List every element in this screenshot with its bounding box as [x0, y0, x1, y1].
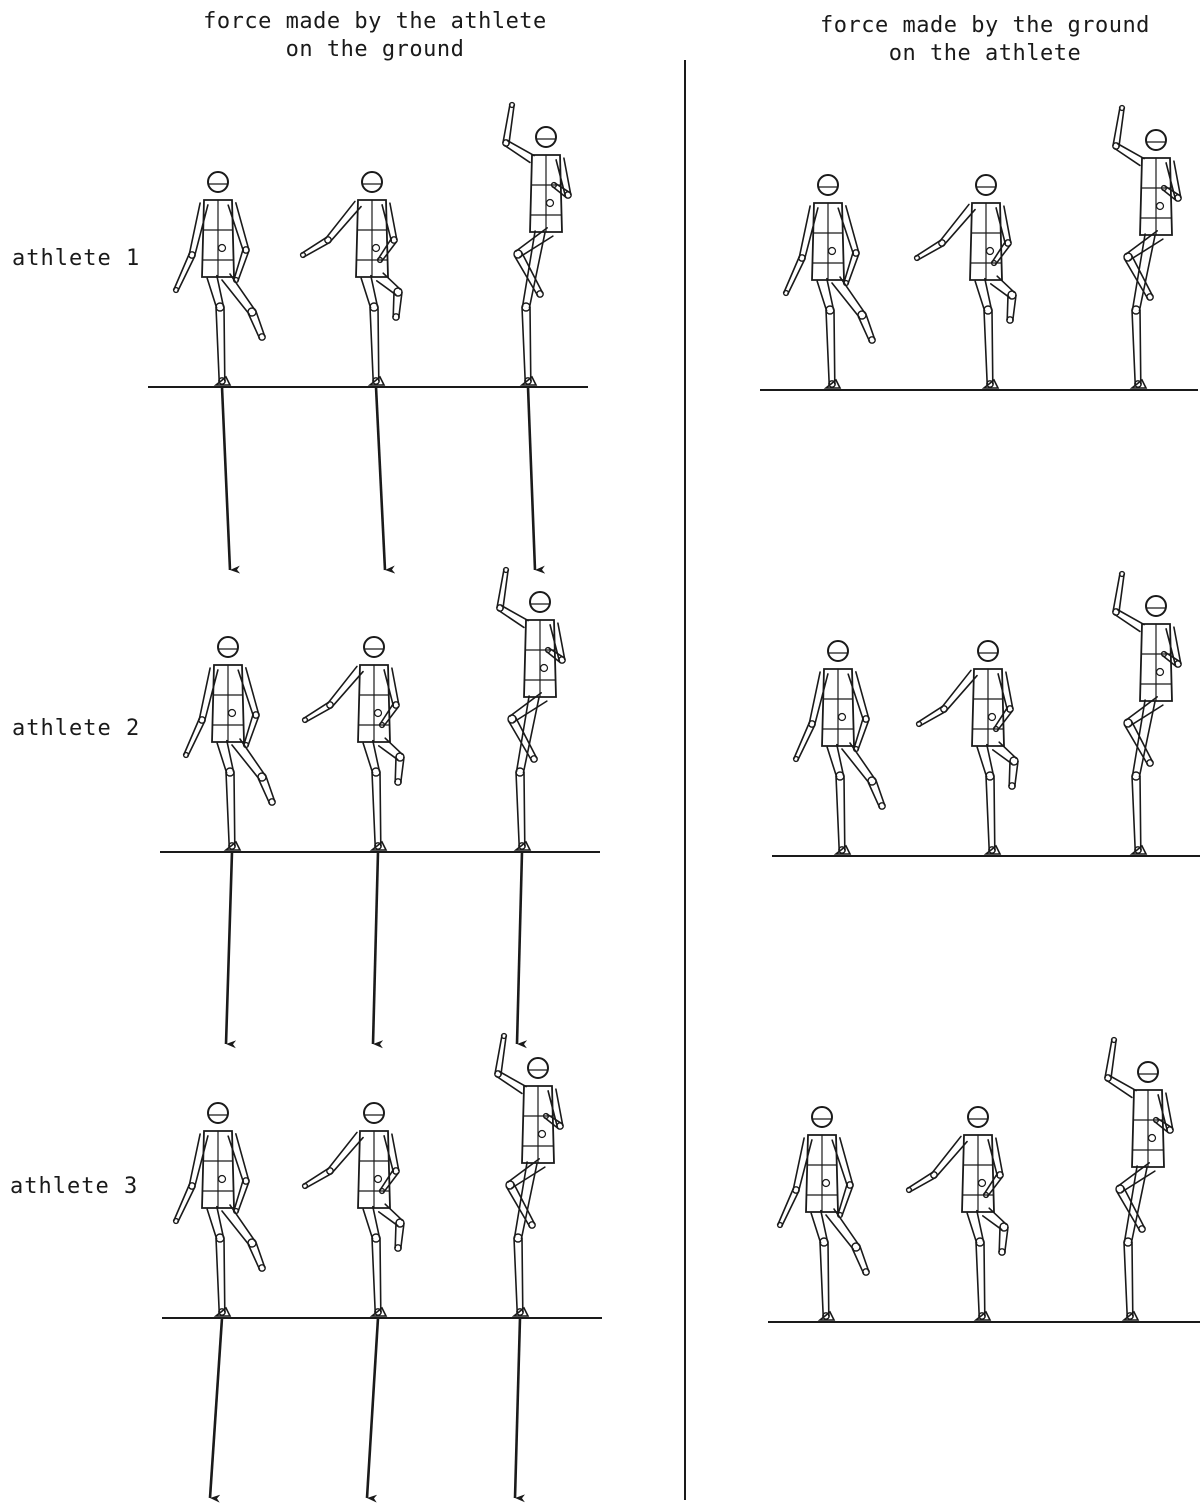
- force-arrow-athlete-2-3: [517, 852, 522, 1044]
- athlete-2-figure-right-3: [1113, 572, 1181, 854]
- athlete-3-figure-left-3: [495, 1034, 563, 1316]
- force-arrow-athlete-2-2: [373, 852, 378, 1044]
- athlete-2-figure-left-2: [303, 637, 404, 850]
- athlete-3-figure-left-2: [303, 1103, 404, 1316]
- athlete-2-figure-right-2: [917, 641, 1018, 854]
- athlete-2-figure-left-1: [184, 637, 276, 850]
- force-arrow-athlete-1-1: [222, 387, 230, 570]
- force-arrow-athlete-3-1: [210, 1318, 222, 1498]
- athlete-1-figure-left-2: [301, 172, 402, 385]
- force-arrow-athlete-3-2: [367, 1318, 378, 1498]
- athlete-1-figure-left-3: [503, 103, 571, 385]
- athlete-3-figure-right-3: [1105, 1038, 1173, 1320]
- athlete-1-figure-right-1: [784, 175, 876, 388]
- force-arrow-athlete-3-3: [515, 1318, 520, 1498]
- force-arrow-athlete-1-3: [528, 387, 535, 570]
- athlete-3-figure-left-1: [174, 1103, 266, 1316]
- athlete-1-figure-right-2: [915, 175, 1016, 388]
- athlete-1-figure-left-1: [174, 172, 266, 385]
- athlete-3-figure-right-1: [778, 1107, 870, 1320]
- force-arrow-athlete-2-1: [226, 852, 232, 1044]
- athlete-3-figure-right-2: [907, 1107, 1008, 1320]
- athlete-2-figure-left-3: [497, 568, 565, 850]
- athlete-1-figure-right-3: [1113, 106, 1181, 388]
- athlete-2-figure-right-1: [794, 641, 886, 854]
- force-arrow-athlete-1-2: [376, 387, 385, 570]
